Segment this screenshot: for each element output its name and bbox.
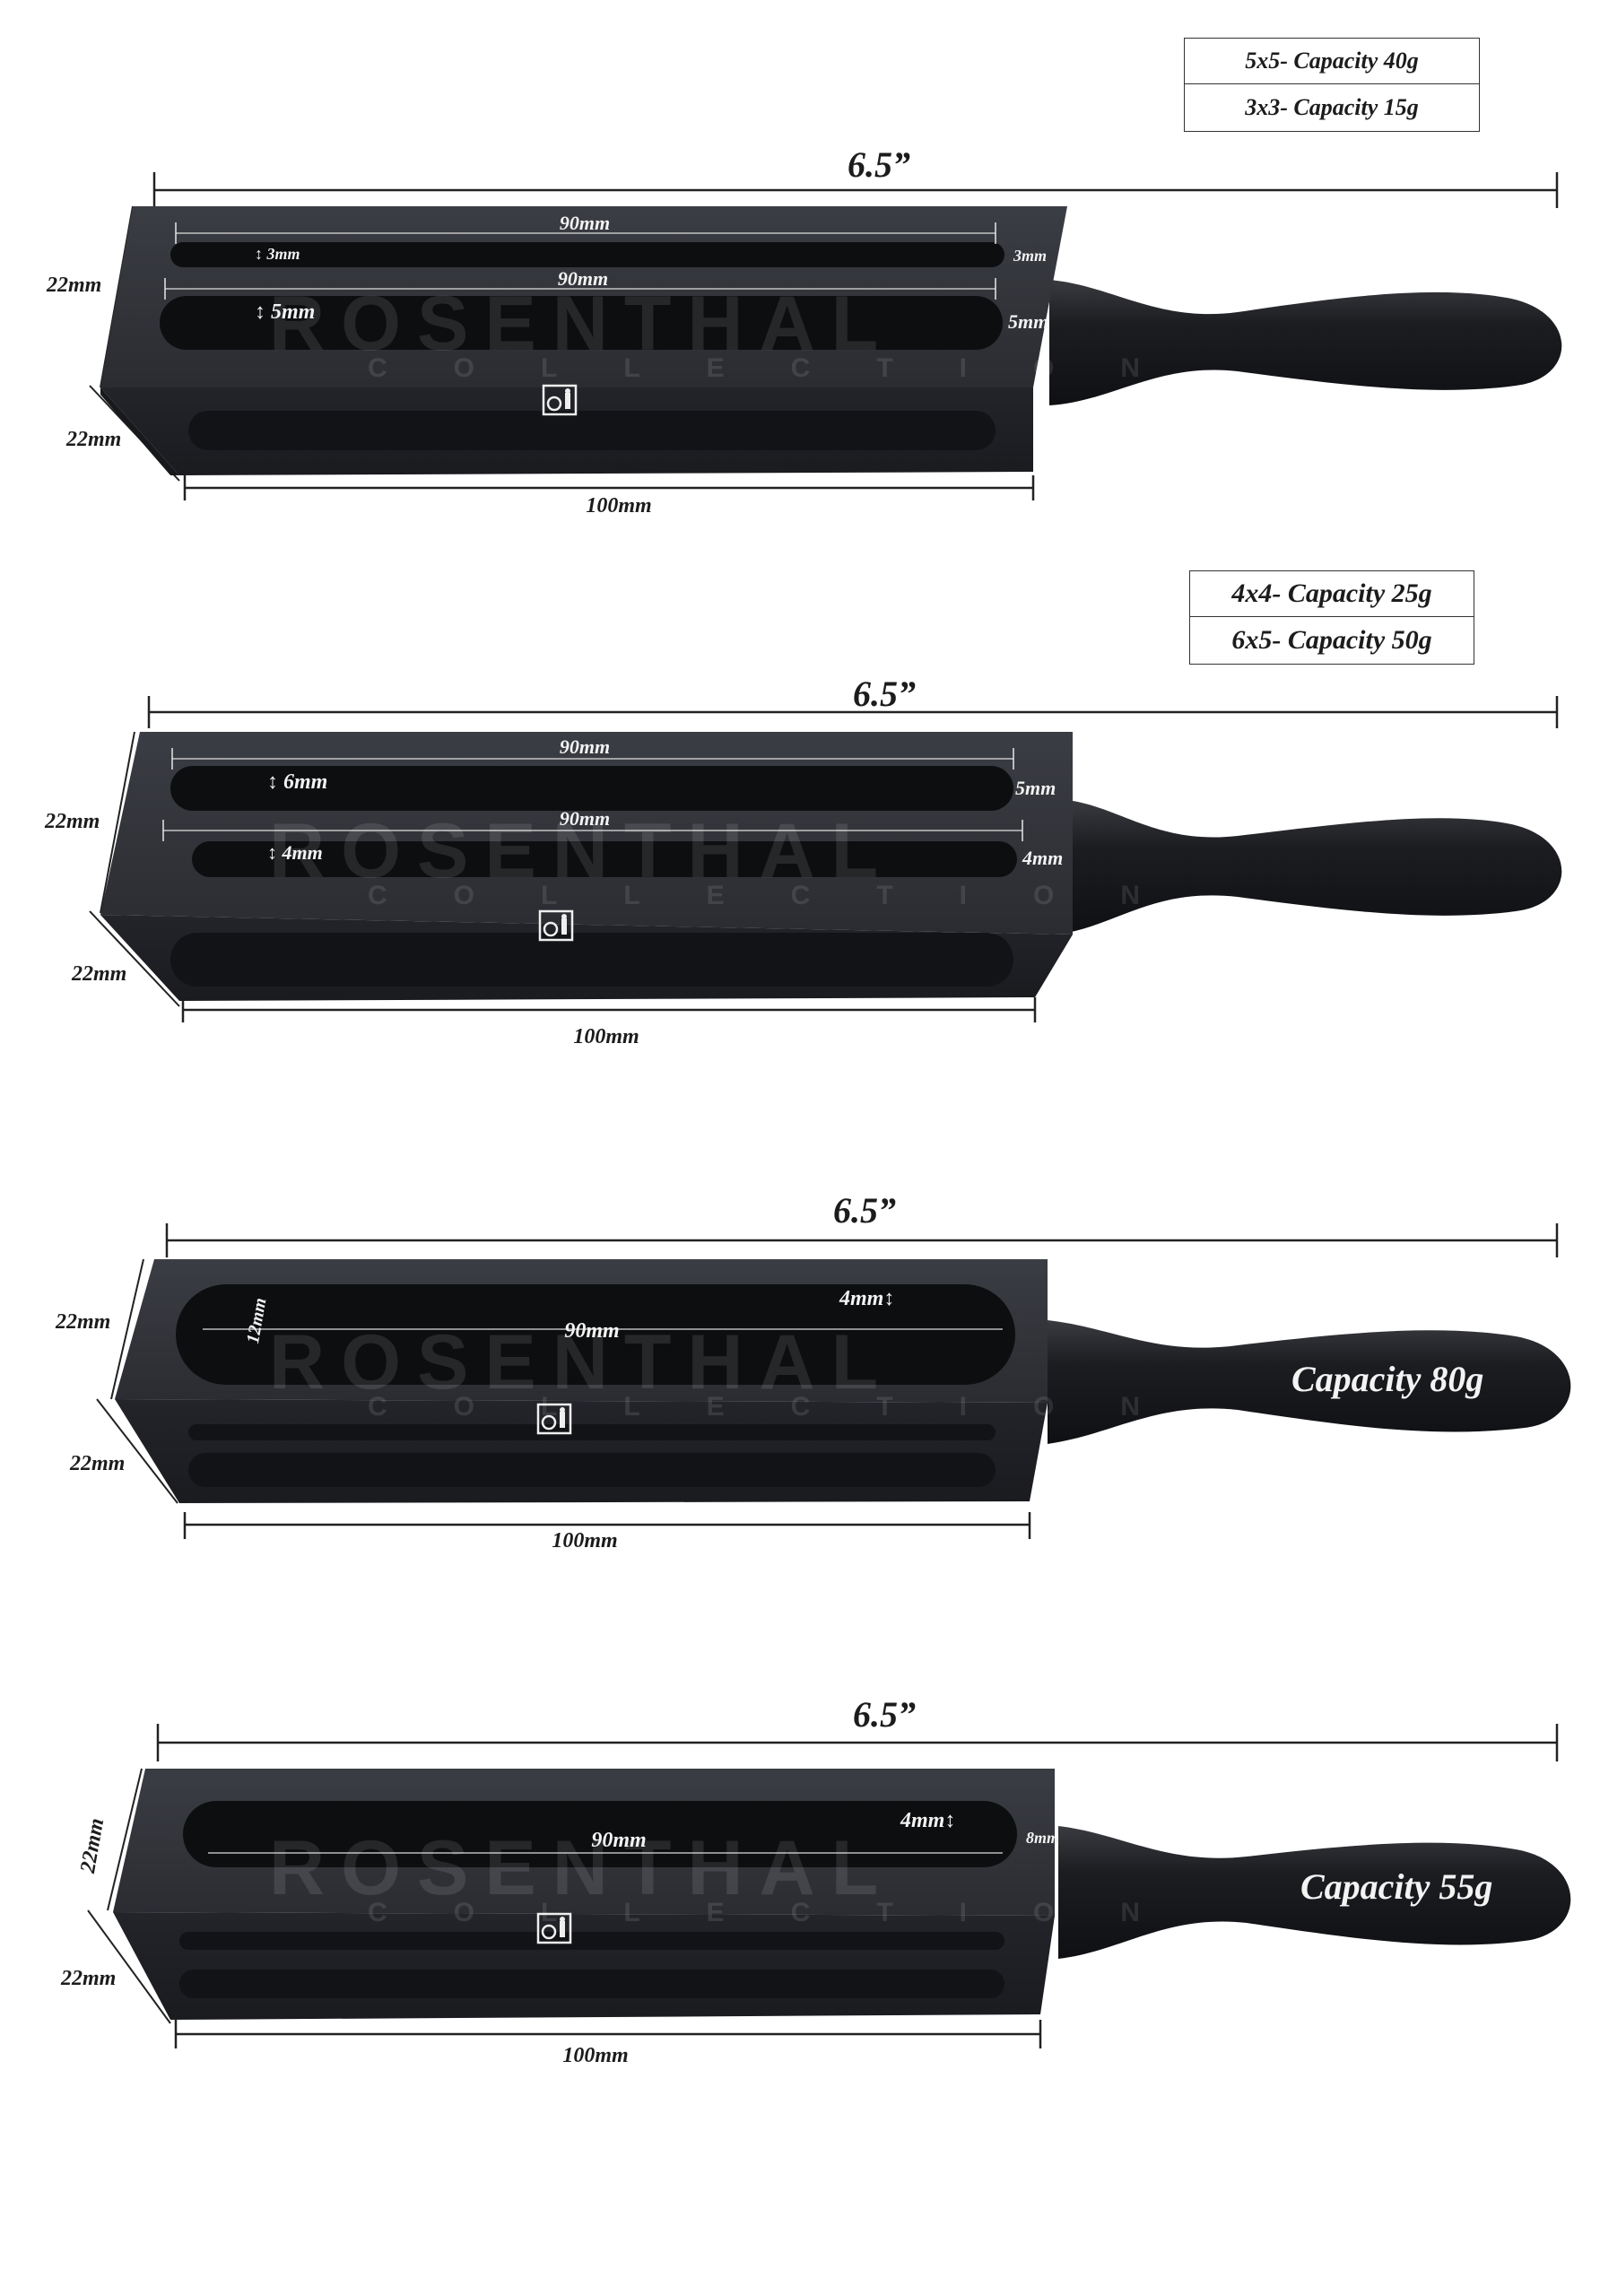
depth-label: 22mm xyxy=(66,428,122,451)
slot-width-label: ↕ 5mm xyxy=(255,300,316,324)
bottom-slot xyxy=(179,1932,1004,1950)
base-label: 100mm xyxy=(552,1529,618,1552)
bottom-slot xyxy=(170,933,1013,987)
mold-1 xyxy=(89,172,1562,500)
slot-width-label: ↕ 4mm xyxy=(267,841,323,864)
watermark-sub: COLLECTION xyxy=(368,1898,1206,1927)
depth-label: 22mm xyxy=(72,962,127,986)
base-label: 100mm xyxy=(573,1025,639,1048)
handle-capacity-caption: Capacity 80g xyxy=(1291,1359,1484,1399)
slot-length-label: 90mm xyxy=(559,735,611,758)
slot-width-label: ↕ 3mm xyxy=(255,245,300,263)
height-label: 22mm xyxy=(56,1310,111,1334)
bottom-slot xyxy=(188,1424,996,1440)
slot-length-label: 90mm xyxy=(557,267,609,290)
handle xyxy=(1058,1826,1571,1959)
watermark-sub: COLLECTION xyxy=(368,881,1206,910)
height-label: 22mm xyxy=(45,810,100,833)
logo-stamp-icon xyxy=(536,1912,572,1944)
slot-end-label: 4mm xyxy=(1022,847,1064,869)
slot-1 xyxy=(170,766,1013,811)
base-label: 100mm xyxy=(586,494,652,517)
depth-label: 22mm xyxy=(70,1452,126,1475)
logo-stamp-icon xyxy=(538,909,574,942)
slot-end-label: 5mm xyxy=(1008,310,1049,333)
slot-width-label: ↕ 6mm xyxy=(267,770,328,794)
capacity-table: 5x5- Capacity 40g 3x3- Capacity 15g xyxy=(1184,38,1480,132)
slot-length-label: 90mm xyxy=(559,212,611,234)
slot-2 xyxy=(160,296,1003,350)
handle-capacity-caption: Capacity 55g xyxy=(1300,1866,1493,1907)
watermark-brand: ROSENTHAL xyxy=(269,1319,895,1405)
slot-length-label: 90mm xyxy=(591,1829,647,1852)
length-label: 6.5” xyxy=(853,1694,916,1735)
handle xyxy=(1048,1320,1571,1444)
length-label: 6.5” xyxy=(833,1190,896,1231)
logo-stamp-icon xyxy=(542,384,578,416)
handle xyxy=(1049,280,1562,405)
watermark-brand: ROSENTHAL xyxy=(269,808,895,894)
bottom-slot xyxy=(188,411,996,450)
length-label: 6.5” xyxy=(848,144,910,185)
capacity-row: 6x5- Capacity 50g xyxy=(1231,625,1432,655)
length-label: 6.5” xyxy=(853,674,916,714)
slot-end-label: 3mm xyxy=(1013,247,1048,265)
watermark-sub: COLLECTION xyxy=(368,353,1206,383)
watermark-brand: ROSENTHAL xyxy=(269,1825,895,1911)
slot-end-label: 4mm↕ xyxy=(839,1287,895,1310)
slot-2 xyxy=(192,841,1017,877)
slot-end-label: 8mm xyxy=(1026,1829,1060,1847)
capacity-table: 4x4- Capacity 25g 6x5- Capacity 50g xyxy=(1189,570,1474,665)
mold-4 xyxy=(87,1724,1571,2048)
slot-1 xyxy=(183,1801,1017,1867)
slot-1 xyxy=(170,242,1004,267)
capacity-row: 4x4- Capacity 25g xyxy=(1190,571,1474,617)
capacity-row: 3x3- Capacity 15g xyxy=(1245,94,1419,120)
handle xyxy=(1067,800,1562,933)
slot-length-label: 90mm xyxy=(559,807,611,830)
capacity-row: 5x5- Capacity 40g xyxy=(1185,39,1479,84)
slot-end-label: 5mm xyxy=(1015,777,1057,799)
depth-label: 22mm xyxy=(61,1967,117,1990)
slot-1 xyxy=(176,1284,1015,1385)
mold-3 xyxy=(96,1223,1571,1539)
height-label: 22mm xyxy=(47,274,102,297)
watermark-brand: ROSENTHAL xyxy=(269,281,895,367)
slot-end-label: 4mm↕ xyxy=(900,1809,956,1832)
base-label: 100mm xyxy=(562,2044,629,2067)
logo-stamp-icon xyxy=(536,1403,572,1435)
watermark-sub: COLLECTION xyxy=(368,1392,1206,1422)
mold-2 xyxy=(89,696,1562,1022)
slot-length-label: 90mm xyxy=(564,1319,620,1343)
